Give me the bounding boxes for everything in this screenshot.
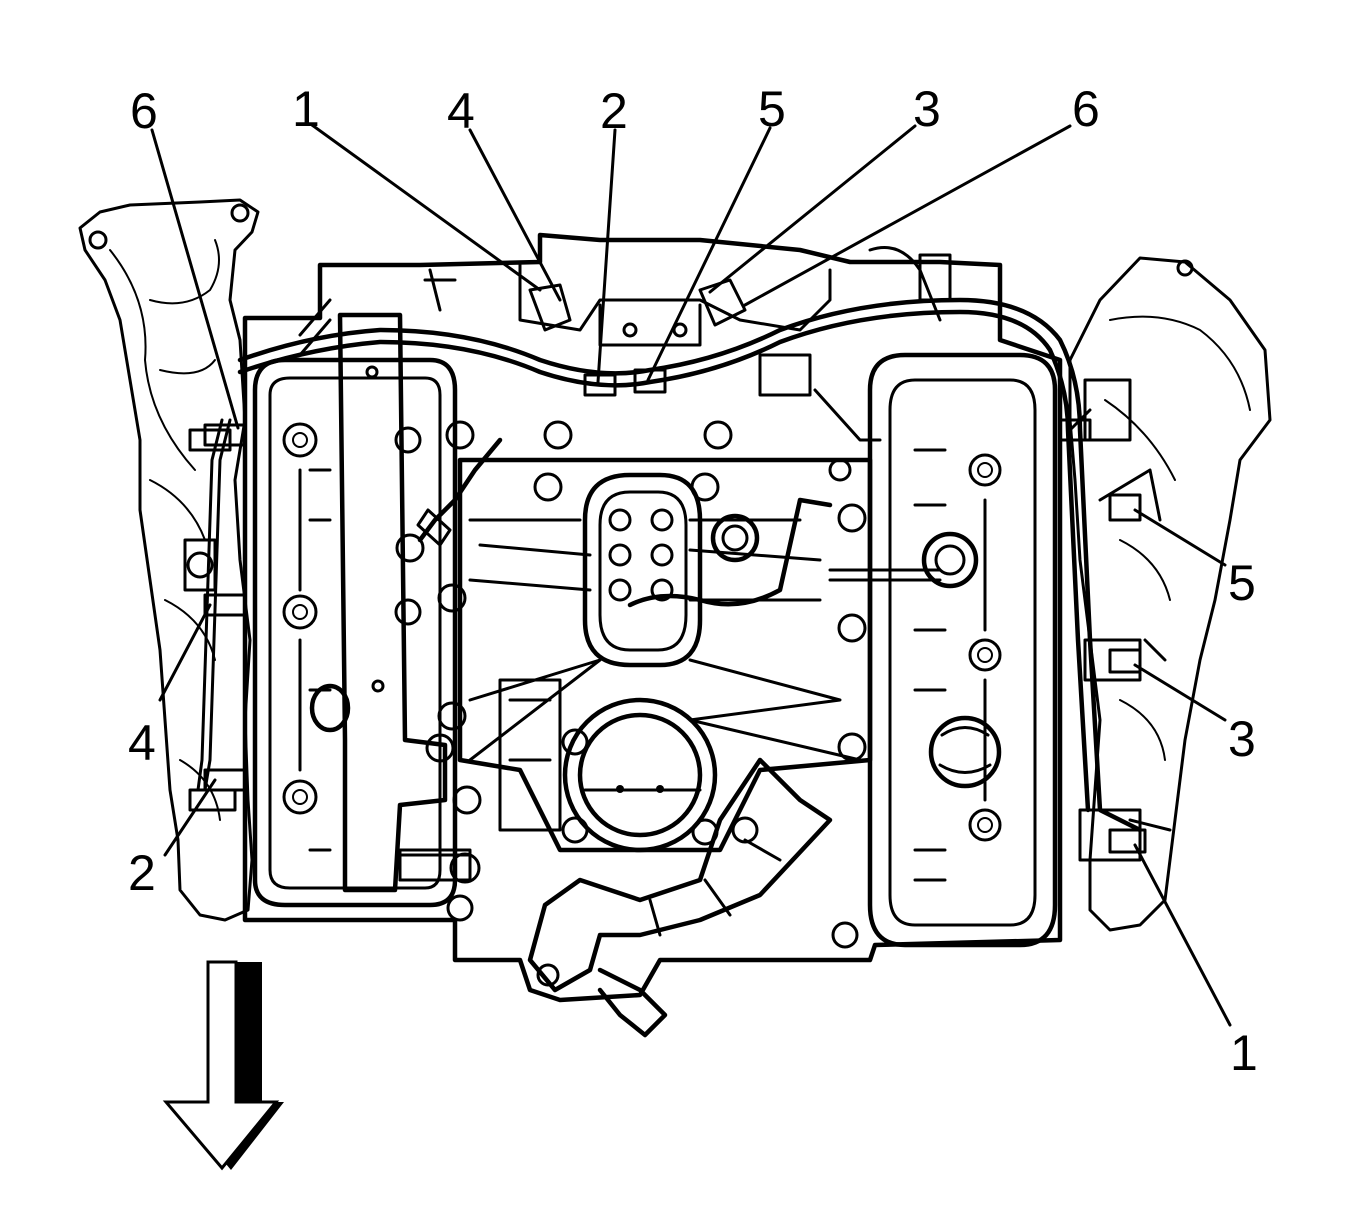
left-valve-cover [252, 357, 458, 908]
engine-block-outline [242, 232, 1063, 1003]
engine-illustration [78, 198, 1272, 1038]
front-pipe [398, 848, 472, 882]
callout-top-6: 3 [913, 81, 941, 137]
callout-top-3: 4 [447, 83, 475, 139]
callout-numbers: 6 1 4 2 5 3 6 4 2 5 3 1 [128, 81, 1258, 1081]
callout-right-3: 1 [1230, 1025, 1258, 1081]
callout-top-5: 5 [758, 81, 786, 137]
right-valve-cover [867, 352, 1058, 948]
throttle-body [498, 678, 719, 853]
leader-lines [150, 123, 1232, 1027]
callout-top-7: 6 [1072, 81, 1100, 137]
callout-top-1: 6 [130, 83, 158, 139]
intake-plenum [395, 420, 942, 853]
callout-left-2: 2 [128, 845, 156, 901]
callout-right-1: 5 [1228, 555, 1256, 611]
down-arrow-icon [162, 960, 284, 1171]
callout-right-2: 3 [1228, 711, 1256, 767]
ignition-wiring-harness [196, 246, 1172, 854]
callout-top-4: 2 [600, 83, 628, 139]
rear-manifold-detail [518, 263, 882, 442]
left-exhaust-manifold [78, 198, 260, 922]
coolant-hose [446, 757, 859, 1038]
callout-top-2: 1 [292, 81, 320, 137]
callout-left-1: 4 [128, 715, 156, 771]
